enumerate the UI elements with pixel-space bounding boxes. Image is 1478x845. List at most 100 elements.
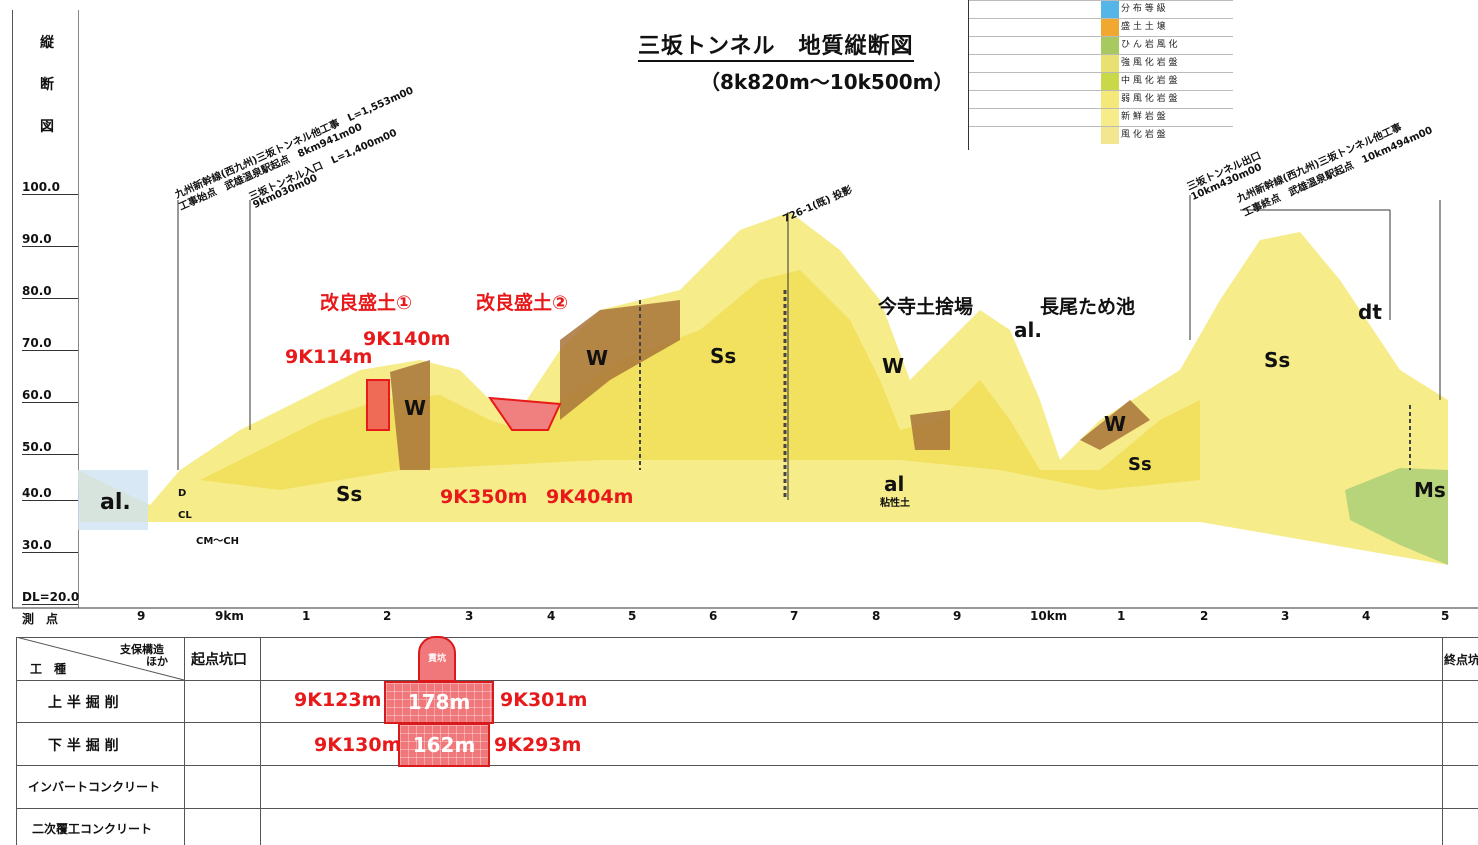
table-row-line	[16, 722, 1478, 723]
legend-text: 風 化 岩 盤	[1121, 130, 1166, 140]
table-row-line	[16, 680, 1478, 681]
station-label: 2	[1200, 609, 1209, 623]
station-label: 3	[1281, 609, 1290, 623]
table-col-line	[16, 637, 17, 845]
improvement-label-1: 改良盛土①	[320, 292, 413, 314]
legend-text: 強 風 化 岩 盤	[1121, 58, 1178, 68]
station-row-label: 測 点	[22, 612, 59, 626]
station-label: 9km	[215, 609, 244, 623]
geo-label-w-3: W	[882, 354, 905, 378]
table-row-line	[16, 808, 1478, 809]
legend-swatch	[1101, 37, 1119, 54]
legend-row: 新 鮮 岩 盤	[969, 108, 1233, 127]
geologic-section	[12, 195, 1478, 609]
station-label: 10km	[1030, 609, 1068, 623]
frame-axis-line	[78, 10, 79, 608]
weathered-zone-3	[910, 410, 950, 450]
geo-label-cmch: CM～CH	[196, 536, 239, 547]
station-label: 5	[1441, 609, 1450, 623]
geo-label-dt: dt	[1358, 300, 1382, 324]
station-label: 1	[302, 609, 311, 623]
geo-label-al-3: al	[884, 472, 905, 496]
diagram-subtitle: （8k820m～10k500m）	[700, 70, 954, 94]
table-header-diagonal	[16, 637, 185, 681]
legend-swatch	[1101, 109, 1119, 126]
row-upper-excavation: 上 半 掘 削	[48, 695, 119, 711]
legend-row: 分 布 等 級	[969, 0, 1233, 19]
legend-text: 新 鮮 岩 盤	[1121, 112, 1166, 122]
legend-text: ひ ん 岩 風 化	[1121, 40, 1178, 50]
station-label: 5	[628, 609, 637, 623]
row-invert-concrete: インバートコンクリート	[28, 780, 161, 794]
frame-left-line	[12, 10, 13, 608]
legend-row: ひ ん 岩 風 化	[969, 36, 1233, 55]
km-label-9k350: 9K350m	[440, 486, 528, 508]
upper-start-label: 9K123m	[294, 689, 382, 711]
km-label-9k114: 9K114m	[285, 346, 373, 368]
km-label-9k140: 9K140m	[363, 328, 451, 350]
weathered-zone-4	[1080, 400, 1150, 450]
side-label-3: 図	[40, 119, 54, 135]
legend-text: 中 風 化 岩 盤	[1121, 76, 1178, 86]
legend-row: 強 風 化 岩 盤	[969, 54, 1233, 73]
legend-text: 分 布 等 級	[1121, 4, 1166, 14]
lower-end-label: 9K293m	[494, 734, 582, 756]
geo-label-w-1: W	[404, 396, 427, 420]
header-support: 支保構造	[120, 643, 164, 656]
station-label: 8	[872, 609, 881, 623]
place-label-nagao: 長尾ため池	[1040, 296, 1136, 318]
station-label: 4	[547, 609, 556, 623]
geo-label-w-2: W	[586, 346, 609, 370]
station-label: 4	[1362, 609, 1371, 623]
elev-100: 100.0	[22, 180, 78, 195]
header-work-type: 工 種	[30, 662, 67, 676]
geo-label-al-2: al.	[1014, 318, 1042, 342]
row-lower-excavation: 下 半 掘 削	[48, 738, 119, 754]
station-label: 9	[137, 609, 146, 623]
table-border-top	[16, 637, 1478, 638]
station-label: 3	[465, 609, 474, 623]
station-label: 7	[790, 609, 799, 623]
geo-label-ms: Ms	[1414, 478, 1446, 502]
legend-row: 弱 風 化 岩 盤	[969, 90, 1233, 109]
geo-label-al-1: al.	[100, 490, 131, 515]
station-label: 2	[383, 609, 392, 623]
elev-70: 70.0	[22, 336, 78, 351]
improvement-fill-1	[366, 379, 390, 431]
station-label: 9	[953, 609, 962, 623]
place-label-imadera: 今寺土捨場	[878, 296, 974, 318]
geo-label-al-3-sub: 粘性土	[880, 498, 910, 509]
mudstone-zone	[1345, 468, 1448, 565]
diagram-title: 三坂トンネル 地質縦断図	[638, 34, 914, 62]
legend-swatch	[1101, 55, 1119, 72]
end-portal-label: 終点坑	[1444, 653, 1478, 667]
legend-swatch	[1101, 91, 1119, 108]
improvement-fill-2	[487, 396, 562, 431]
weathered-zone-2	[560, 300, 680, 420]
header-support-2: ほか	[146, 655, 168, 668]
legend-text: 弱 風 化 岩 盤	[1121, 94, 1178, 104]
lower-start-label: 9K130m	[314, 734, 402, 756]
portal-mark-icon: 貫坑	[418, 636, 456, 682]
side-label-1: 縦	[40, 35, 54, 51]
upper-excavation-bar: 178m	[384, 681, 494, 724]
legend-row: 風 化 岩 盤	[969, 126, 1233, 145]
geo-label-ss-1: Ss	[336, 482, 363, 506]
geo-label-cl: CL	[178, 510, 192, 521]
station-label: 1	[1117, 609, 1126, 623]
geo-label-d: D	[178, 488, 187, 499]
elev-90: 90.0	[22, 232, 78, 247]
weathered-zone-1	[390, 360, 430, 470]
geo-label-w-4: W	[1104, 412, 1127, 436]
elev-80: 80.0	[22, 284, 78, 299]
elev-20: DL=20.0	[22, 590, 80, 605]
geo-label-ss-2: Ss	[710, 344, 737, 368]
alluvium-left	[78, 470, 148, 530]
elev-50: 50.0	[22, 440, 78, 455]
upper-end-label: 9K301m	[500, 689, 588, 711]
geo-label-ss-4: Ss	[1264, 348, 1291, 372]
km-label-9k404: 9K404m	[546, 486, 634, 508]
legend: 分 布 等 級 盛 土 土 壌 ひ ん 岩 風 化 強 風 化 岩 盤 中 風 …	[968, 0, 1233, 150]
lower-excavation-bar: 162m	[398, 723, 490, 767]
elev-60: 60.0	[22, 388, 78, 403]
